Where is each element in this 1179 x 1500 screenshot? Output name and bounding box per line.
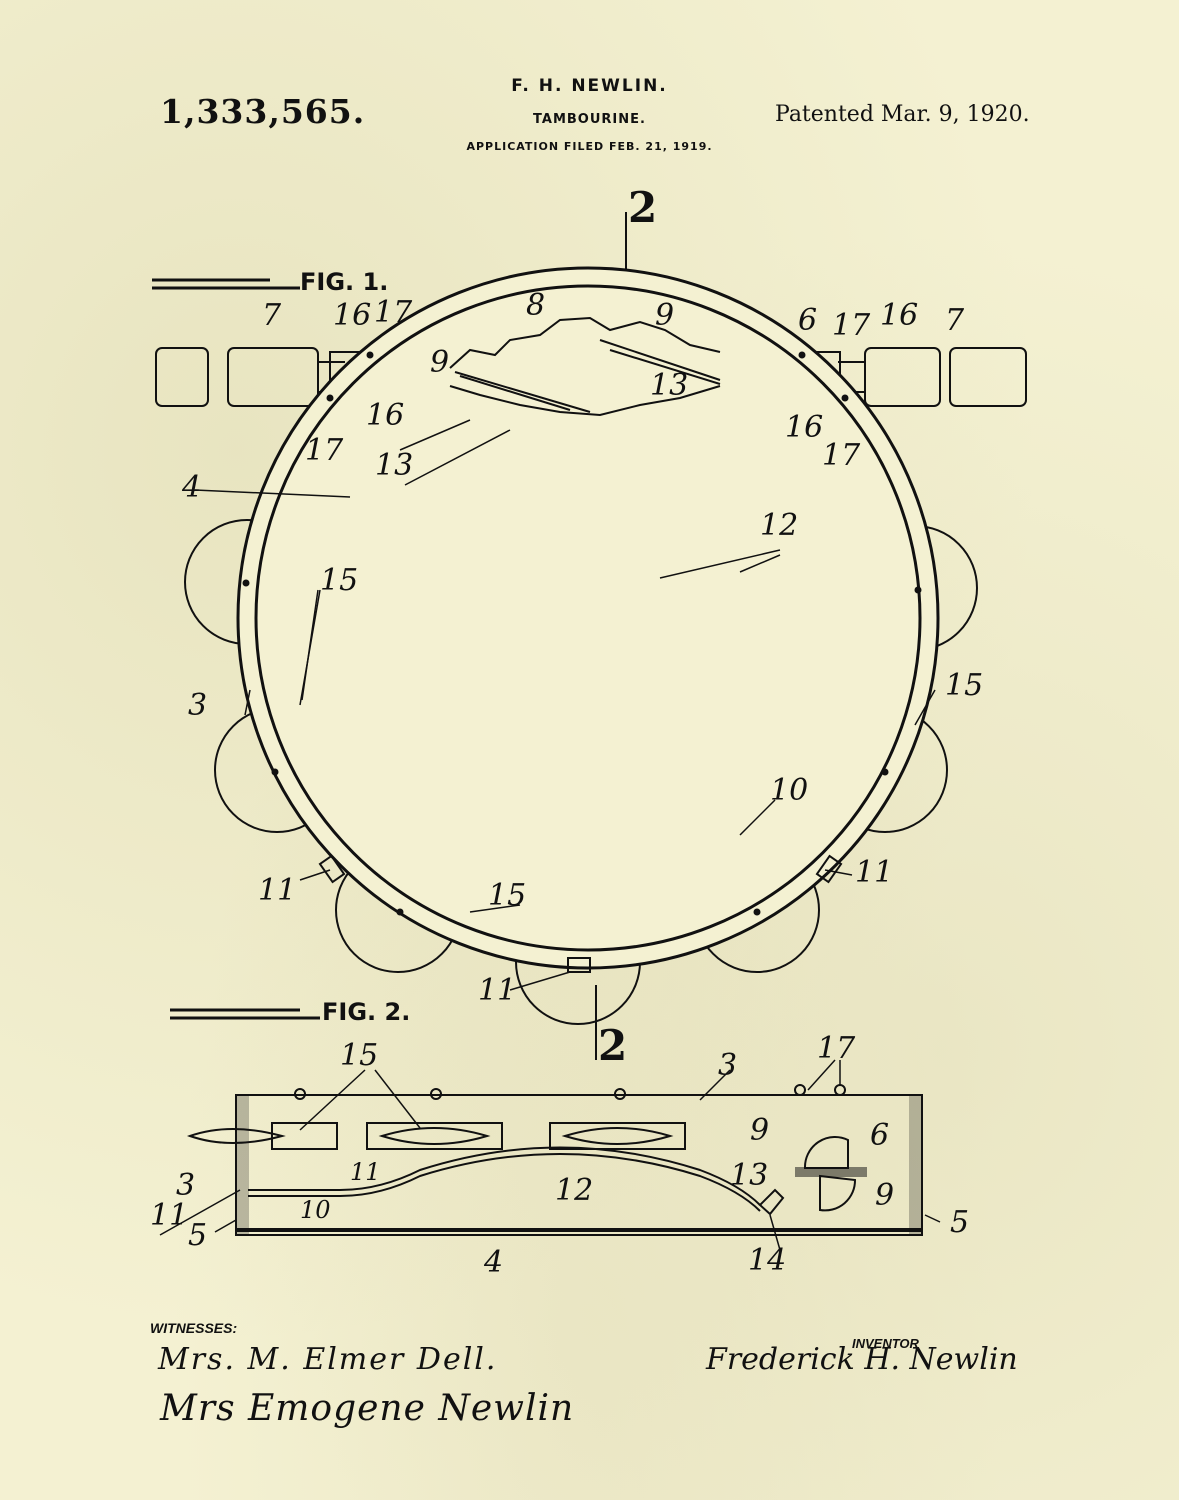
label-3-b: 3 (718, 1048, 737, 1083)
clips (318, 854, 843, 973)
label-3-c: 3 (176, 1168, 195, 1203)
label-17-d: 17 (822, 438, 861, 473)
label-10-b: 10 (300, 1196, 331, 1224)
label-9-c: 9 (750, 1113, 769, 1148)
label-13-a: 13 (650, 368, 688, 403)
reference-numerals: 2 2 7 7 16 16 16 16 17 17 17 17 8 9 9 6 … (150, 183, 983, 1280)
tambourine-rim (236, 266, 940, 970)
label-3-a: 3 (188, 688, 207, 723)
label-4-b: 4 (483, 1245, 503, 1280)
label-11-d: 11 (350, 1158, 381, 1186)
label-11-e: 11 (150, 1198, 188, 1233)
label-17-e: 17 (817, 1031, 856, 1066)
label-5-b: 5 (950, 1205, 969, 1240)
label-15-a: 15 (320, 563, 358, 598)
label-6-b: 6 (870, 1118, 889, 1153)
inventor-label: INVENTOR (852, 1336, 919, 1351)
label-4: 4 (181, 470, 201, 505)
patent-number: 1,333,565. (160, 92, 366, 131)
leader-lines (159, 419, 941, 1251)
label-8: 8 (526, 288, 545, 323)
label-9-d: 9 (875, 1178, 894, 1213)
label-12-b: 12 (555, 1173, 593, 1208)
patent-title: TAMBOURINE. (533, 112, 646, 127)
label-14: 14 (748, 1243, 786, 1278)
label-9-a: 9 (430, 345, 449, 380)
fig1-text: FIG. 1. (300, 268, 388, 296)
label-16-d: 16 (785, 410, 823, 445)
label-11-a: 11 (258, 873, 296, 908)
label-10: 10 (770, 773, 808, 808)
label-7-left: 7 (262, 298, 282, 333)
label-11-b: 11 (855, 855, 893, 890)
fig2-label: FIG. 2. (170, 998, 410, 1026)
label-13-b: 13 (375, 448, 413, 483)
label-17-c: 17 (832, 308, 871, 343)
label-5-a: 5 (188, 1218, 207, 1253)
fig2-text: FIG. 2. (322, 998, 410, 1026)
fig2-side-view (186, 1084, 923, 1236)
label-13-c: 13 (730, 1158, 768, 1193)
hammer-bar (449, 316, 721, 417)
application-filed: APPLICATION FILED FEB. 21, 1919. (466, 140, 713, 153)
label-2-top: 2 (628, 183, 657, 232)
label-16-b: 16 (366, 398, 404, 433)
witness-signature-2: Mrs Emogene Newlin (160, 1388, 575, 1429)
label-7-right: 7 (945, 303, 965, 338)
label-15-b: 15 (945, 668, 983, 703)
label-17-a: 17 (374, 295, 413, 330)
inventor-name: F. H. NEWLIN. (511, 76, 668, 96)
inventor-signature: Frederick H. Newlin (706, 1342, 1018, 1377)
label-12: 12 (760, 508, 798, 543)
label-16-c: 16 (880, 298, 918, 333)
label-15-d: 15 (340, 1038, 378, 1073)
fig1-label: FIG. 1. (152, 268, 388, 296)
label-11-c: 11 (478, 973, 516, 1008)
label-17-b: 17 (305, 433, 344, 468)
label-6: 6 (798, 303, 817, 338)
label-16-a: 16 (333, 298, 371, 333)
witness-signature-1: Mrs. M. Elmer Dell. (158, 1342, 498, 1377)
label-9-b: 9 (655, 298, 674, 333)
rim-rivets (242, 351, 922, 916)
label-15-c: 15 (488, 878, 526, 913)
witnesses-label: WITNESSES: (150, 1320, 238, 1336)
patented-date: Patented Mar. 9, 1920. (775, 102, 1030, 127)
label-2-bottom: 2 (598, 1021, 627, 1070)
